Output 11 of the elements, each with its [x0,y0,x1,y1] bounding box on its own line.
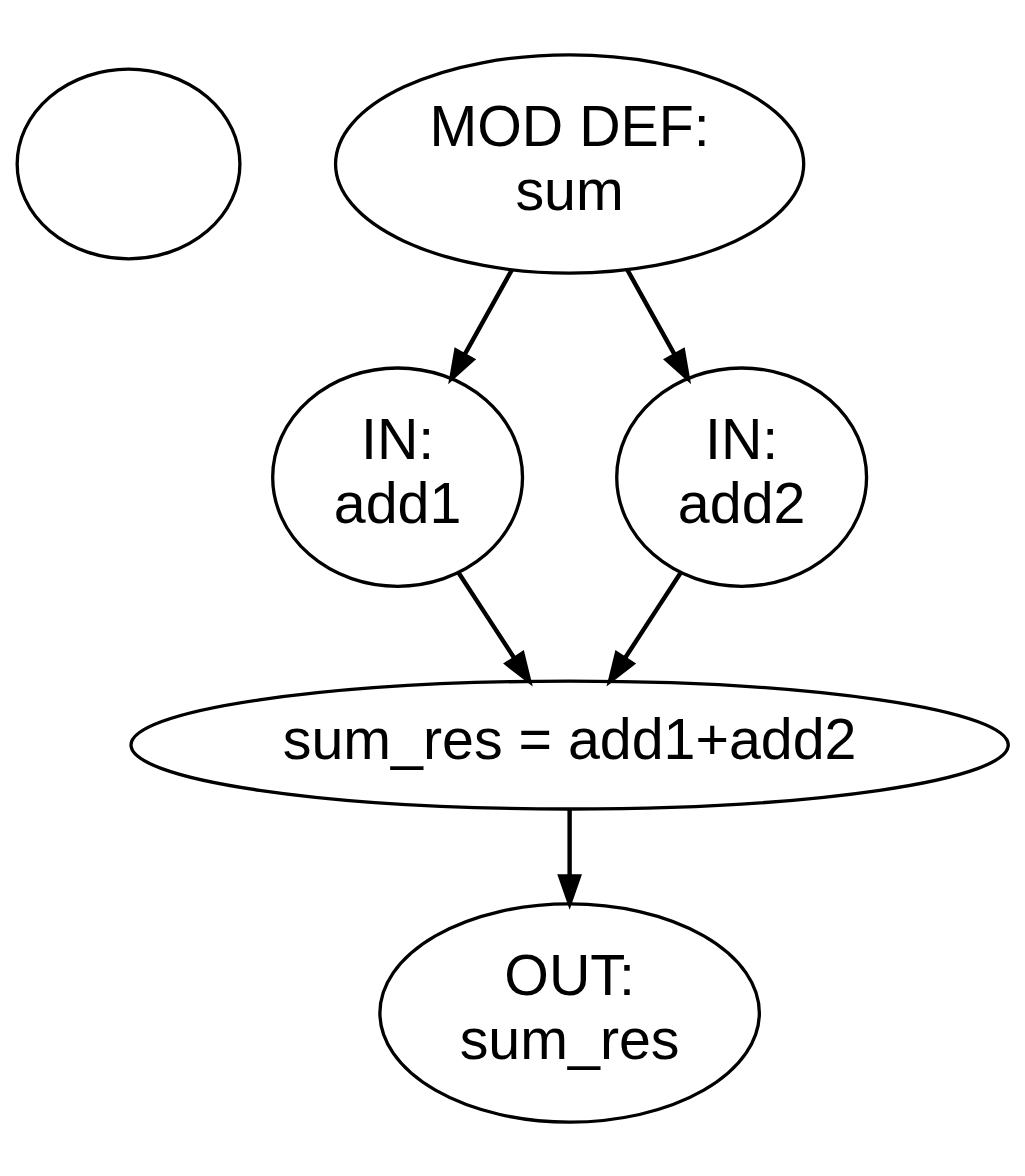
node-ellipse: OUT: sum_res [378,901,761,1124]
arrow [625,268,692,384]
arrow [606,571,683,686]
arrow [557,808,582,910]
node-ellipse: IN: add1 [271,365,525,588]
node-ellipse: sum_res = add1+add2 [129,679,1010,811]
node-ellipse: IN: add2 [615,365,869,588]
arrow [456,571,533,686]
node-ellipse: MOD DEF: sum [333,52,806,275]
arrow [448,268,514,384]
node-ellipse [15,67,242,260]
